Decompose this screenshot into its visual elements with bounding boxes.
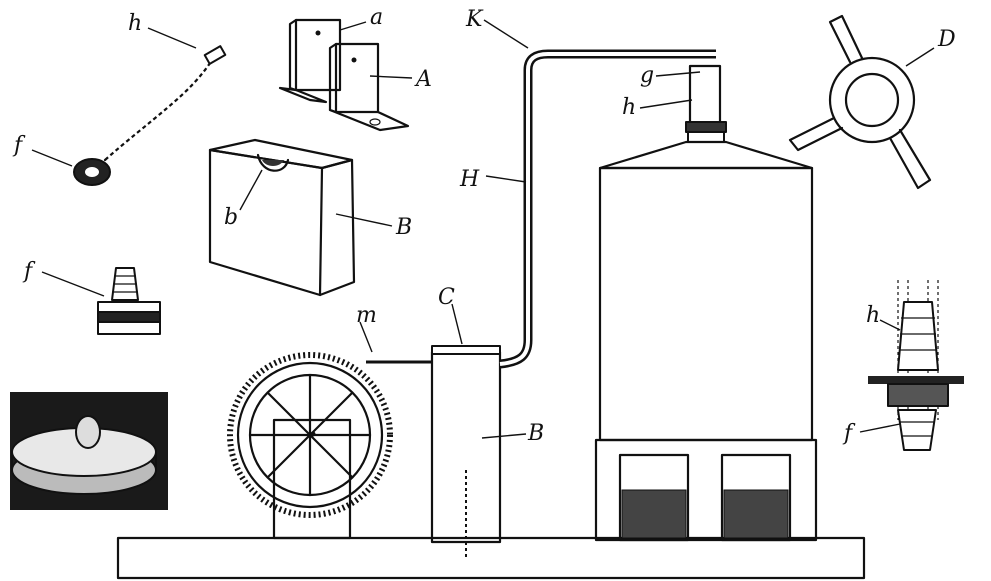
bracket-parts	[278, 18, 410, 132]
pipe-H	[499, 49, 716, 369]
post-B	[366, 345, 502, 560]
label-g: g	[640, 63, 654, 88]
label-f-bushing: f	[22, 259, 36, 284]
label-A: A	[414, 67, 432, 92]
leader-lines	[31, 19, 935, 439]
label-f-right: f	[842, 421, 856, 446]
gear-wheel	[227, 352, 393, 540]
label-b: b	[224, 205, 238, 230]
label-C: C	[438, 285, 455, 310]
label-h-right: h	[866, 303, 880, 328]
label-H: H	[459, 167, 480, 192]
label-a: a	[370, 5, 383, 30]
bushing-part	[97, 267, 161, 335]
star-ring-D	[788, 14, 932, 190]
label-m: m	[356, 303, 377, 328]
flexible-tube-part	[73, 45, 227, 186]
notched-block	[208, 138, 356, 297]
wheel-photo	[10, 392, 168, 510]
label-h-neck: h	[622, 95, 636, 120]
part-labels: h f a A b B f K g h H D m C B h f	[12, 5, 956, 446]
stacked-bushings	[868, 280, 964, 451]
label-K: K	[465, 7, 484, 32]
label-f-tube: f	[12, 133, 26, 158]
label-B-block: B	[395, 215, 412, 240]
base-board	[116, 536, 866, 580]
tank	[594, 64, 818, 542]
label-B-post: B	[527, 421, 544, 446]
label-h-tube: h	[128, 11, 142, 36]
label-D: D	[937, 27, 956, 52]
